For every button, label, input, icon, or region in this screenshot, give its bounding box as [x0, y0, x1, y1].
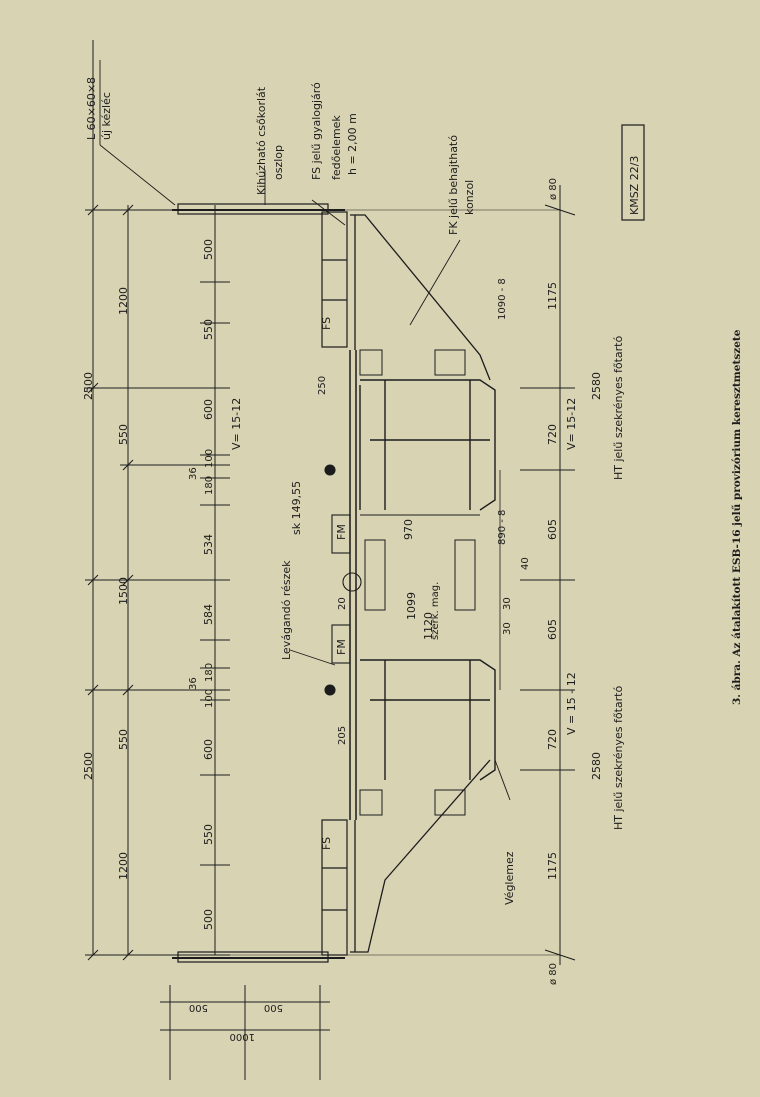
label-fs-left: FS [320, 317, 333, 330]
side-dimensions [160, 985, 330, 1080]
label-fs-right: FS [320, 837, 333, 850]
dimension-lines [85, 40, 560, 961]
label-console: konzol [463, 180, 476, 215]
box-girders [359, 349, 496, 816]
dim-r2580-top: 2580 [590, 372, 603, 400]
dim-2500-bottom: 2500 [82, 752, 95, 780]
label-end-plate: Véglemez [503, 851, 516, 905]
right-dimensions [499, 185, 576, 965]
kmsz-box [621, 124, 645, 221]
dim-36-a: 36 [188, 467, 199, 480]
dim-30-b: 30 [502, 622, 513, 635]
dim-600-a: 600 [202, 399, 215, 420]
label-removable-parts: Levágandó részek [280, 560, 293, 660]
dim-2500-top: 2500 [82, 372, 95, 400]
dim-v-upper-right: V= 15-12 [565, 398, 578, 450]
dim-550-top: 550 [117, 424, 130, 445]
label-pullout-railing: Kihúzható csőkorlát [255, 86, 268, 195]
middle-section [324, 464, 480, 696]
dim-550-a: 550 [202, 319, 215, 340]
dim-phi80-top: ø 80 [548, 178, 559, 200]
dim-30-a: 30 [502, 597, 513, 610]
dim-r720-bottom: 720 [546, 729, 559, 750]
label-fs-walkway: FS jelű gyalogjáró [310, 82, 323, 180]
dim-500-a: 500 [202, 239, 215, 260]
dim-584: 584 [202, 604, 215, 625]
label-new-rail: új kézléc [100, 92, 113, 140]
dim-180-a: 180 [204, 476, 215, 495]
dim-550-b: 550 [202, 824, 215, 845]
dim-r720-top: 720 [546, 424, 559, 445]
label-angle-profile: L 60×60×8 [85, 77, 98, 140]
dim-550-bottom: 550 [117, 729, 130, 750]
dim-100-a: 100 [204, 449, 215, 468]
label-plate-1090: 1090 - 8 [497, 278, 508, 320]
dim-600-b: 600 [202, 739, 215, 760]
walkway-panels [321, 211, 348, 956]
dimension-texts: 2500 1200 550 1500 550 1200 2500 500 550… [82, 178, 603, 1042]
dim-v-lower-right: V = 15 - 12 [565, 672, 578, 735]
label-fm-bottom: FM [335, 639, 348, 655]
dim-v-upper: V= 15-12 [230, 398, 243, 450]
dim-205: 205 [337, 726, 348, 745]
dim-1500: 1500 [117, 577, 130, 605]
dim-970: 970 [402, 519, 415, 540]
dim-phi80-bottom: ø 80 [548, 963, 559, 985]
dim-36-b: 36 [188, 677, 199, 690]
label-sk: sk 149,55 [290, 481, 303, 535]
label-girder-upper: HT jelű szekrényes főtartó [612, 336, 625, 480]
dim-side1000: 1000 [230, 1031, 255, 1042]
figure-caption: 3. ábra. Az átalakított ESB-16 jelű prov… [730, 329, 743, 705]
dim-1200-bottom: 1200 [117, 852, 130, 880]
dim-r605-top: 605 [546, 519, 559, 540]
dim-250: 250 [317, 376, 328, 395]
labels: L 60×60×8 új kézléc Kihúzható csőkorlát … [85, 77, 645, 905]
console-brackets [350, 214, 491, 953]
label-girder-lower: HT jelű szekrényes főtartó [612, 686, 625, 830]
dim-r2580-bottom: 2580 [590, 752, 603, 780]
dim-500-b: 500 [202, 909, 215, 930]
label-kmsz: KMSZ 22/3 [628, 156, 641, 215]
dim-1120: 1120 [422, 612, 435, 640]
label-fk-console: FK jelű behajtható [447, 135, 460, 235]
leader-lines [99, 60, 511, 801]
label-plate-890: 890 - 8 [497, 510, 508, 545]
label-post: oszlop [272, 145, 285, 180]
dim-180-b: 180 [204, 663, 215, 682]
dim-r1175-top: 1175 [546, 282, 559, 310]
label-height: h = 2,00 m [346, 113, 359, 175]
dim-1200-top: 1200 [117, 287, 130, 315]
dim-r605-bottom: 605 [546, 619, 559, 640]
dim-100-b: 100 [204, 689, 215, 708]
railings [172, 203, 345, 963]
dim-side500-b: 500 [264, 1002, 283, 1013]
dim-40: 40 [520, 557, 531, 570]
label-fm-top: FM [335, 524, 348, 540]
deck-plate [349, 350, 357, 820]
dim-20: 20 [337, 597, 348, 610]
dim-1099: 1099 [405, 592, 418, 620]
dim-side500-a: 500 [189, 1002, 208, 1013]
dim-r1175-bottom: 1175 [546, 852, 559, 880]
dim-534: 534 [202, 534, 215, 555]
label-struct-height: szerk. mag. [430, 582, 441, 640]
label-cover-elements: fedőelemek [330, 115, 343, 180]
